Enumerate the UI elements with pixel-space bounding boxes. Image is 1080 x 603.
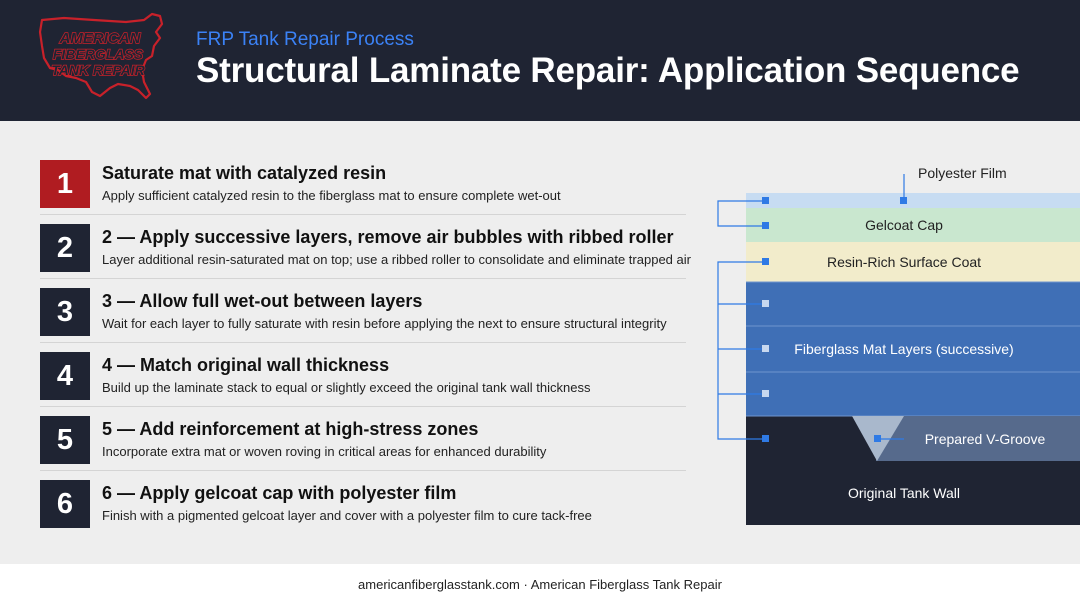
step-description: Apply sufficient catalyzed resin to the … xyxy=(102,188,561,203)
step-divider xyxy=(40,406,686,407)
step-1: 1 Saturate mat with catalyzed resin Appl… xyxy=(40,160,686,212)
step-3: 3 3 — Allow full wet-out between layers … xyxy=(40,288,686,340)
step-number-badge: 5 xyxy=(40,416,90,464)
marker-square xyxy=(762,390,769,397)
logo-line-2: FIBERGLASS xyxy=(53,46,144,62)
v-groove-label: Prepared V-Groove xyxy=(925,431,1046,447)
fiberglass-mat-layer-2 xyxy=(746,326,1080,372)
step-description: Build up the laminate stack to equal or … xyxy=(102,380,591,395)
polyester-film-layer xyxy=(746,193,1080,208)
marker-square xyxy=(900,197,907,204)
marker-square xyxy=(874,435,881,442)
marker-square xyxy=(762,435,769,442)
tank-wall-label: Original Tank Wall xyxy=(848,485,960,501)
step-2: 2 2 — Apply successive layers, remove ai… xyxy=(40,224,691,276)
marker-square xyxy=(762,345,769,352)
step-description: Wait for each layer to fully saturate wi… xyxy=(102,316,667,331)
step-number-badge: 2 xyxy=(40,224,90,272)
marker-square xyxy=(762,222,769,229)
step-title: 5 — Add reinforcement at high-stress zon… xyxy=(102,419,479,439)
marker-square xyxy=(762,197,769,204)
header-bar: AMERICAN FIBERGLASS TANK REPAIR FRP Tank… xyxy=(0,0,1080,121)
footer-text: americanfiberglasstank.com · American Fi… xyxy=(358,577,722,592)
gelcoat-cap-layer xyxy=(746,208,1080,242)
resin-surface-coat-layer xyxy=(746,242,1080,282)
logo-line-1: AMERICAN xyxy=(59,30,142,47)
step-divider xyxy=(40,342,686,343)
step-description: Incorporate extra mat or woven roving in… xyxy=(102,444,547,459)
usa-map-outline xyxy=(38,12,164,100)
step-description: Finish with a pigmented gelcoat layer an… xyxy=(102,508,592,523)
step-number-badge: 1 xyxy=(40,160,90,208)
step-title: 3 — Allow full wet-out between layers xyxy=(102,291,423,311)
v-groove-panel xyxy=(876,416,1080,461)
step-divider xyxy=(40,470,686,471)
fiberglass-mat-label: Fiberglass Mat Layers (successive) xyxy=(794,341,1013,357)
step-divider xyxy=(40,278,686,279)
marker-square xyxy=(762,258,769,265)
fiberglass-mat-layer-3 xyxy=(746,372,1080,416)
marker-square xyxy=(762,300,769,307)
step-divider xyxy=(40,214,686,215)
step-number-badge: 6 xyxy=(40,480,90,528)
film-gelcoat-bracket xyxy=(717,200,766,227)
step-number-badge: 4 xyxy=(40,352,90,400)
step-5: 5 5 — Add reinforcement at high-stress z… xyxy=(40,416,686,468)
fiberglass-mat-layer-1 xyxy=(746,282,1080,326)
resin-mat-bracket xyxy=(717,261,766,440)
step-description: Layer additional resin-saturated mat on … xyxy=(102,252,691,267)
gelcoat-cap-label: Gelcoat Cap xyxy=(865,217,943,233)
resin-coat-label: Resin-Rich Surface Coat xyxy=(827,254,981,270)
step-title: 6 — Apply gelcoat cap with polyester fil… xyxy=(102,483,457,503)
logo-line-3: TANK REPAIR xyxy=(51,62,145,78)
laminate-cross-section-diagram: Polyester Film Gelcoat Cap Resin-Rich Su… xyxy=(717,165,1080,525)
step-number-badge: 3 xyxy=(40,288,90,336)
footer-bar: americanfiberglasstank.com · American Fi… xyxy=(0,564,1080,603)
step-4: 4 4 — Match original wall thickness Buil… xyxy=(40,352,686,404)
company-logo: AMERICAN FIBERGLASS TANK REPAIR xyxy=(38,12,164,100)
step-title: Saturate mat with catalyzed resin xyxy=(102,163,387,183)
section-eyebrow: FRP Tank Repair Process xyxy=(196,29,414,50)
step-6: 6 6 — Apply gelcoat cap with polyester f… xyxy=(40,480,686,532)
page-title: Structural Laminate Repair: Application … xyxy=(196,51,1020,90)
step-title: 2 — Apply successive layers, remove air … xyxy=(102,227,674,247)
polyester-film-label: Polyester Film xyxy=(918,165,1007,181)
step-title: 4 — Match original wall thickness xyxy=(102,355,390,375)
